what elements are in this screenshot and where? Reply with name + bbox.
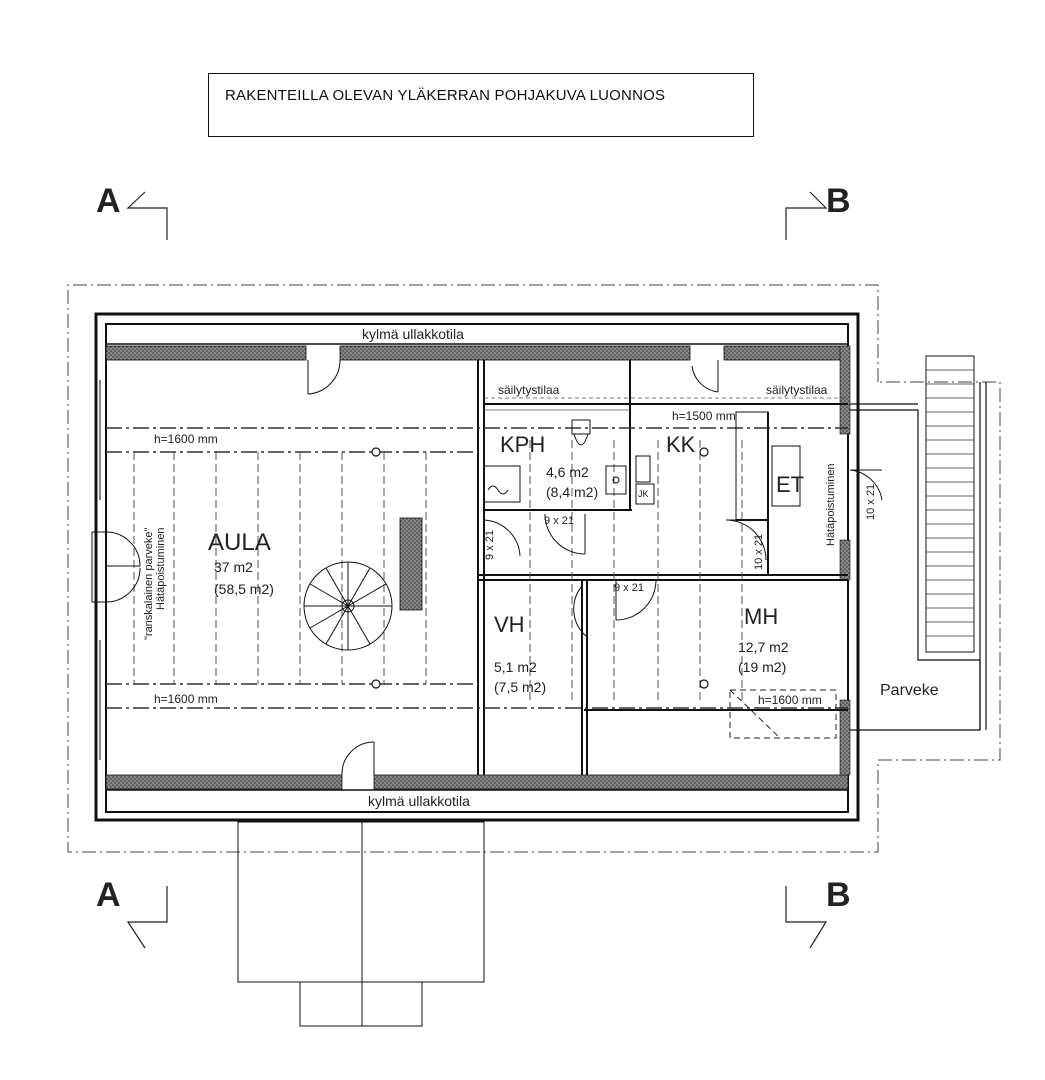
room-name-kph: KPH	[500, 432, 545, 457]
section-letter-a: A	[96, 876, 121, 914]
room-area-mh: 12,7 m2	[738, 639, 789, 655]
room-area-kph: 4,6 m2	[546, 464, 589, 480]
door-size-label: 9 x 21	[614, 582, 644, 594]
french-balcony-label: "ranskalainen parveke"	[143, 528, 155, 640]
height-label-bottom-right: h=1600 mm	[758, 693, 822, 707]
room-area-total-kph: (8,4 m2)	[546, 484, 598, 500]
room-name-vh: VH	[494, 612, 525, 637]
knee-wall-hatched	[105, 345, 307, 361]
door-size-label: 10 x 21	[865, 484, 877, 520]
height-label-top-left: h=1600 mm	[154, 432, 218, 446]
section-marker-b-bottom: B	[785, 876, 851, 949]
attic-door-bottom	[341, 741, 375, 776]
storage-label-right: säilytystilaa	[766, 383, 828, 397]
exterior-wall-outer	[94, 312, 860, 822]
door-size-label: 10 x 21	[753, 534, 765, 570]
attic-door-top	[307, 359, 341, 395]
bathroom-fixtures	[483, 419, 655, 505]
room-name-mh: MH	[744, 604, 778, 629]
section-letter-b: B	[826, 876, 851, 914]
posts	[371, 447, 709, 689]
radiator	[399, 517, 423, 611]
height-lines	[106, 427, 848, 709]
section-marker-b-top: B	[785, 182, 851, 240]
room-name-et: ET	[776, 472, 804, 497]
low-ceiling-area	[729, 689, 837, 739]
emergency-exit-label-left: Hätäpoistuminen	[155, 527, 167, 610]
attic-door-top-right	[691, 360, 719, 393]
knee-wall-hatched	[339, 345, 691, 361]
room-area-vh: 5,1 m2	[494, 659, 537, 675]
room-area-total-mh: (19 m2)	[738, 659, 786, 675]
emergency-exit-label-right: Hätäpoistuminen	[825, 463, 837, 546]
knee-wall-hatched	[723, 345, 849, 361]
room-area-aula: 37 m2	[214, 559, 253, 575]
door-size-label: 9 x 21	[484, 530, 496, 560]
knee-wall-hatched	[105, 774, 343, 790]
attic-label-bottom: kylmä ullakkotila	[368, 793, 470, 809]
section-marker-a-top: A	[96, 182, 168, 240]
spiral-staircase	[303, 561, 393, 651]
french-balcony-door	[91, 531, 141, 603]
lower-extension	[237, 821, 485, 1027]
knee-wall-hatched	[373, 774, 849, 790]
room-name-aula: AULA	[208, 529, 271, 556]
roof-outline	[67, 284, 1001, 853]
washing-machine-label: JK	[638, 489, 649, 499]
height-label-bottom-left: h=1600 mm	[154, 692, 218, 706]
storage-label-left: säilytystilaa	[498, 383, 560, 397]
section-marker-a-bottom: A	[96, 876, 168, 949]
balcony-stairs	[926, 369, 974, 637]
room-area-total-aula: (58,5 m2)	[214, 581, 274, 597]
rafter-lines	[133, 440, 743, 700]
section-letter-b: B	[826, 182, 851, 220]
section-letter-a: A	[96, 182, 121, 220]
plan-title: RAKENTEILLA OLEVAN YLÄKERRAN POHJAKUVA L…	[208, 73, 754, 137]
height-label-top-right: h=1500 mm	[672, 409, 736, 423]
attic-label-top: kylmä ullakkotila	[362, 326, 464, 342]
balcony-structure	[850, 355, 987, 731]
room-area-total-vh: (7,5 m2)	[494, 679, 546, 695]
interior-walls	[477, 360, 848, 775]
room-name-kk: KK	[666, 432, 696, 457]
interior-doors	[483, 469, 883, 637]
room-name-parveke: Parveke	[880, 682, 939, 699]
door-size-label: 9 x 21	[544, 515, 574, 527]
